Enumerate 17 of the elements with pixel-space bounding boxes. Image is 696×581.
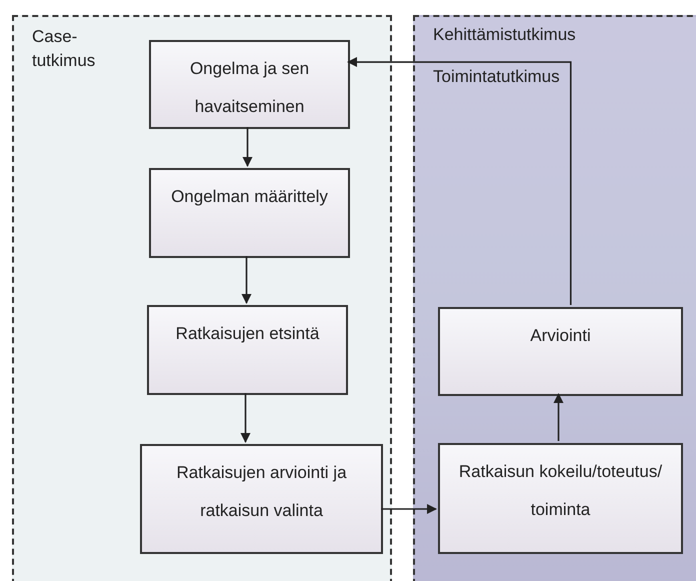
arrow bbox=[381, 504, 437, 514]
dashed-panel bbox=[12, 15, 392, 581]
panel-label: Toimintatutkimus bbox=[433, 66, 560, 88]
process-box: Ratkaisujen etsintä bbox=[147, 305, 348, 395]
arrow bbox=[347, 57, 572, 305]
arrow bbox=[554, 393, 564, 441]
process-box: Ratkaisujen arviointi ja ratkaisun valinta bbox=[140, 444, 383, 554]
panel-label: Case- tutkimus bbox=[32, 26, 96, 72]
process-box: Arviointi bbox=[438, 307, 683, 396]
panel-label: Kehittämistutkimus bbox=[433, 24, 576, 46]
dashed-panel bbox=[413, 15, 696, 581]
arrow bbox=[242, 127, 252, 167]
process-box: Ongelma ja sen havaitseminen bbox=[149, 40, 350, 129]
arrow bbox=[240, 393, 250, 443]
arrow bbox=[242, 256, 252, 304]
process-box: Ongelman määrittely bbox=[149, 168, 350, 258]
process-box: Ratkaisun kokeilu/toteutus/ toiminta bbox=[438, 443, 683, 554]
